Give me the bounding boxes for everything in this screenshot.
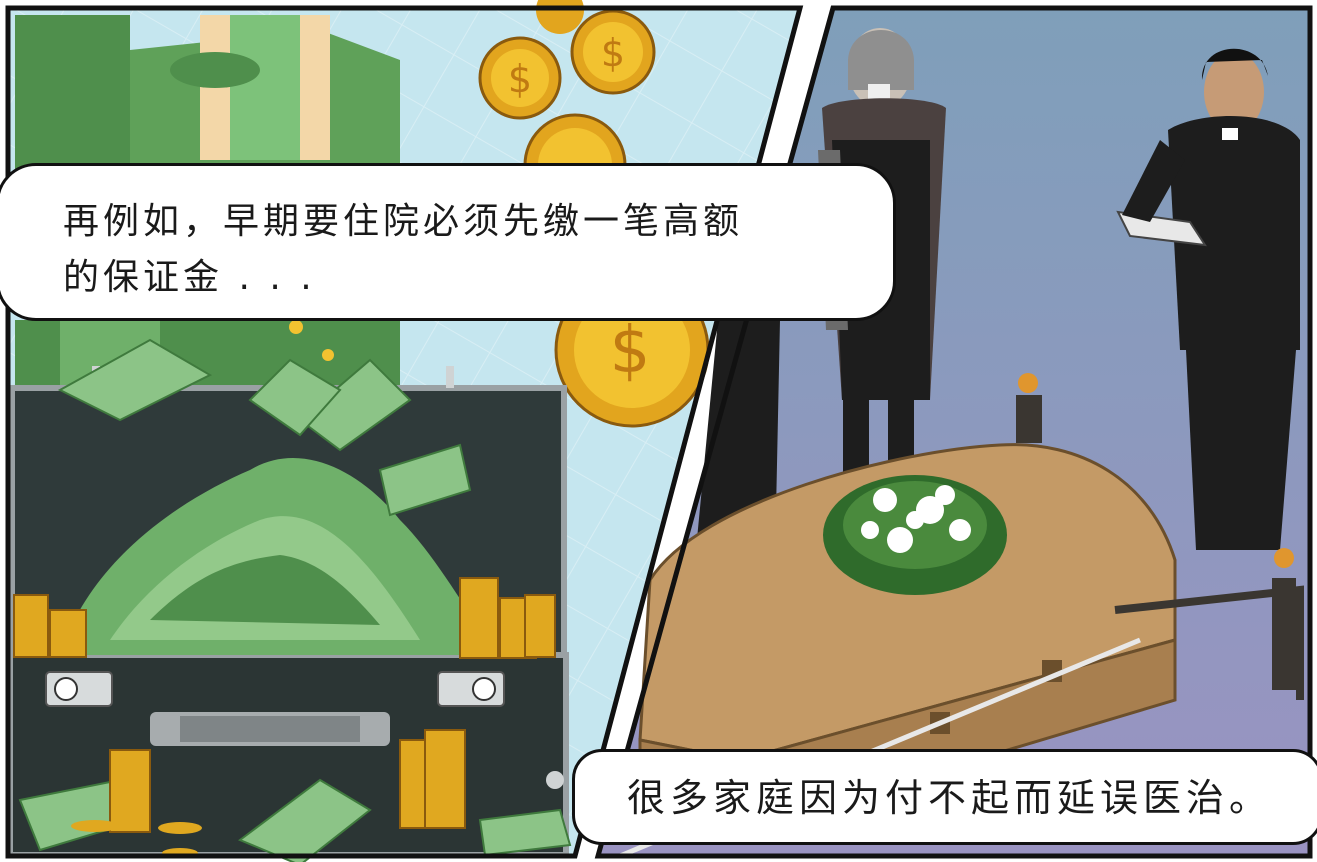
caption-bottom-text: 很多家庭因为付不起而延误医治。 <box>627 776 1273 820</box>
panel-borders <box>5 5 1313 859</box>
caption-bubble-top: 再例如，早期要住院必须先缴一笔高额 的保证金 . . . <box>0 163 896 321</box>
svg-text:$: $ <box>610 314 651 388</box>
svg-text:$: $ <box>508 57 532 101</box>
priest <box>1116 48 1300 550</box>
svg-text:$: $ <box>601 31 625 75</box>
cash-pile <box>18 338 572 862</box>
flower-wreath <box>823 475 1007 595</box>
caption-top-line-2: 的保证金 . . . <box>63 257 316 298</box>
caption-bubble-bottom: 很多家庭因为付不起而延误医治。 <box>572 749 1317 845</box>
caption-top-line-1: 再例如，早期要住院必须先缴一笔高额 <box>63 201 744 242</box>
